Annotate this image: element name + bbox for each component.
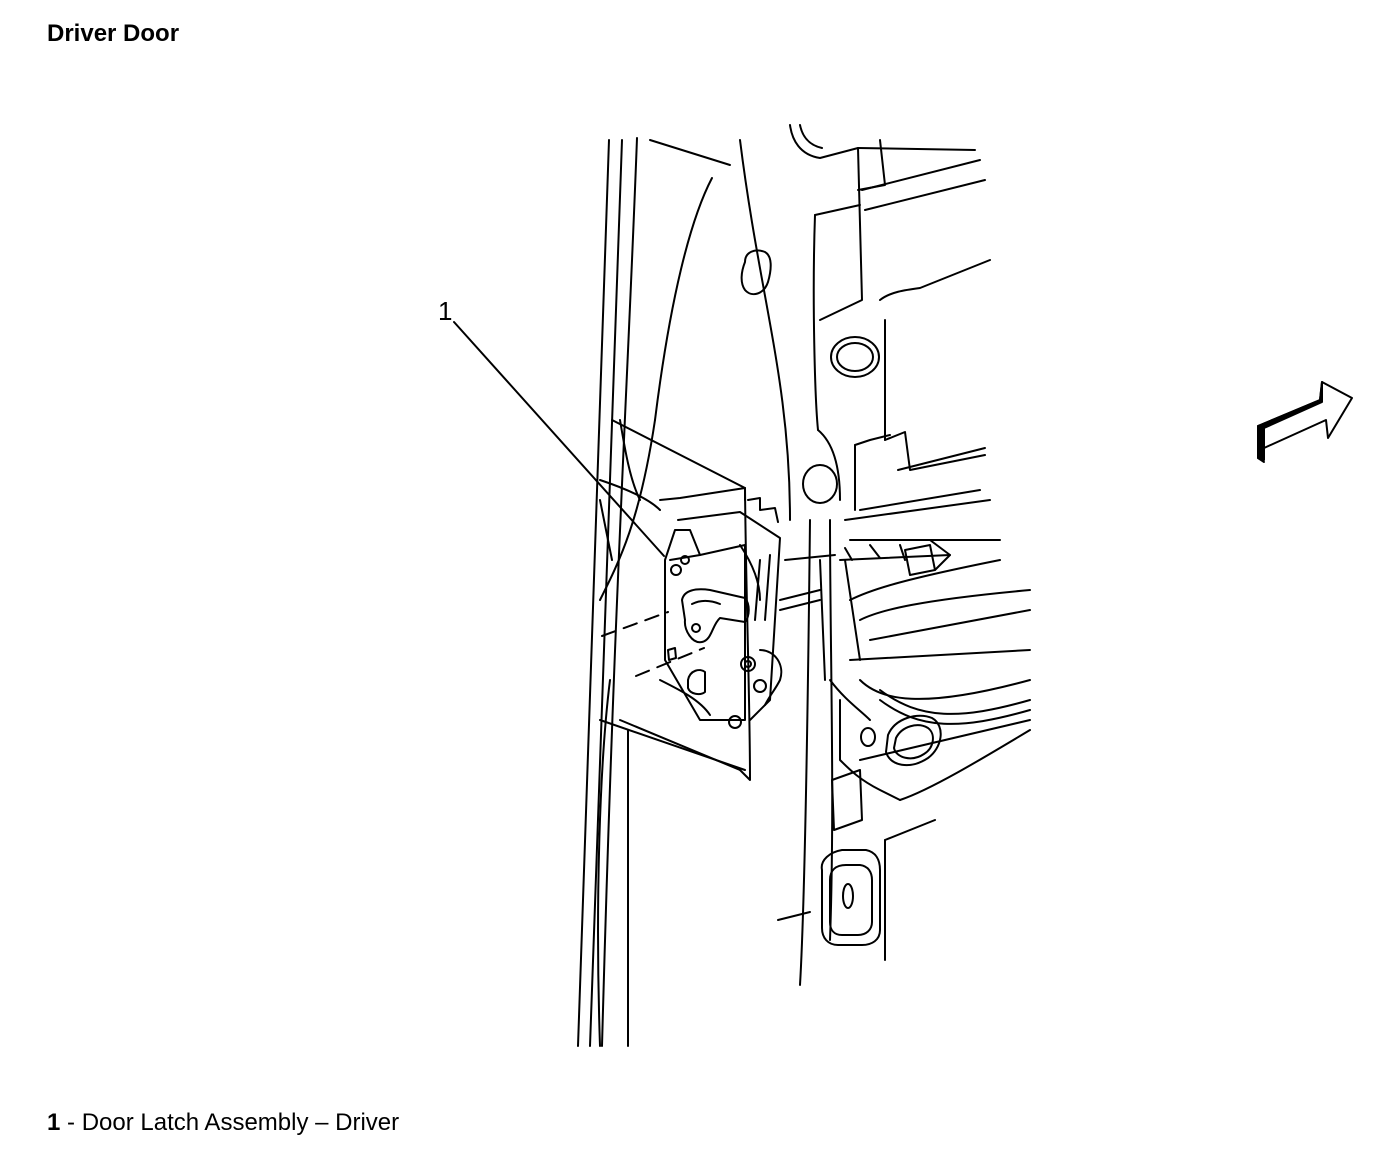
legend-item-text: Door Latch Assembly – Driver xyxy=(81,1109,400,1136)
access-holes xyxy=(740,249,942,767)
door-inner-panel xyxy=(777,124,1031,986)
fastener-alignment-lines xyxy=(601,611,705,677)
diagram-title: Driver Door xyxy=(47,20,180,47)
legend-item-number: 1 xyxy=(47,1109,61,1136)
legend-item-separator: - xyxy=(60,1109,82,1136)
door-latch-assembly xyxy=(599,419,783,781)
callout-leader-line xyxy=(453,321,665,557)
callout-number-1: 1 xyxy=(438,296,453,326)
forward-arrow-icon xyxy=(1257,381,1353,463)
legend-item: 1 - Door Latch Assembly – Driver xyxy=(47,1109,399,1137)
